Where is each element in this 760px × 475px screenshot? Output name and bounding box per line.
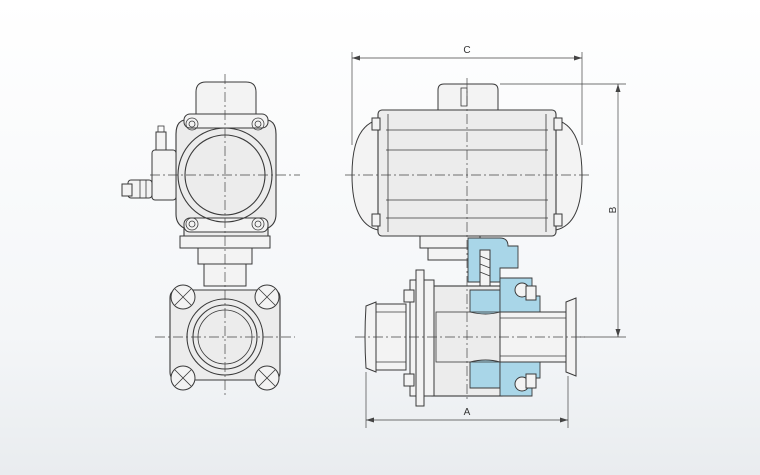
dimension-c-label: C — [463, 45, 470, 56]
ball-section — [469, 289, 501, 315]
dimension-c — [351, 52, 583, 145]
body-bolts — [170, 284, 280, 391]
end-view — [121, 74, 300, 395]
dimension-a-label: A — [464, 407, 471, 418]
dimension-a — [365, 372, 569, 428]
dimension-b-label: B — [608, 206, 619, 213]
side-view — [345, 78, 590, 407]
dimension-b — [500, 83, 626, 338]
